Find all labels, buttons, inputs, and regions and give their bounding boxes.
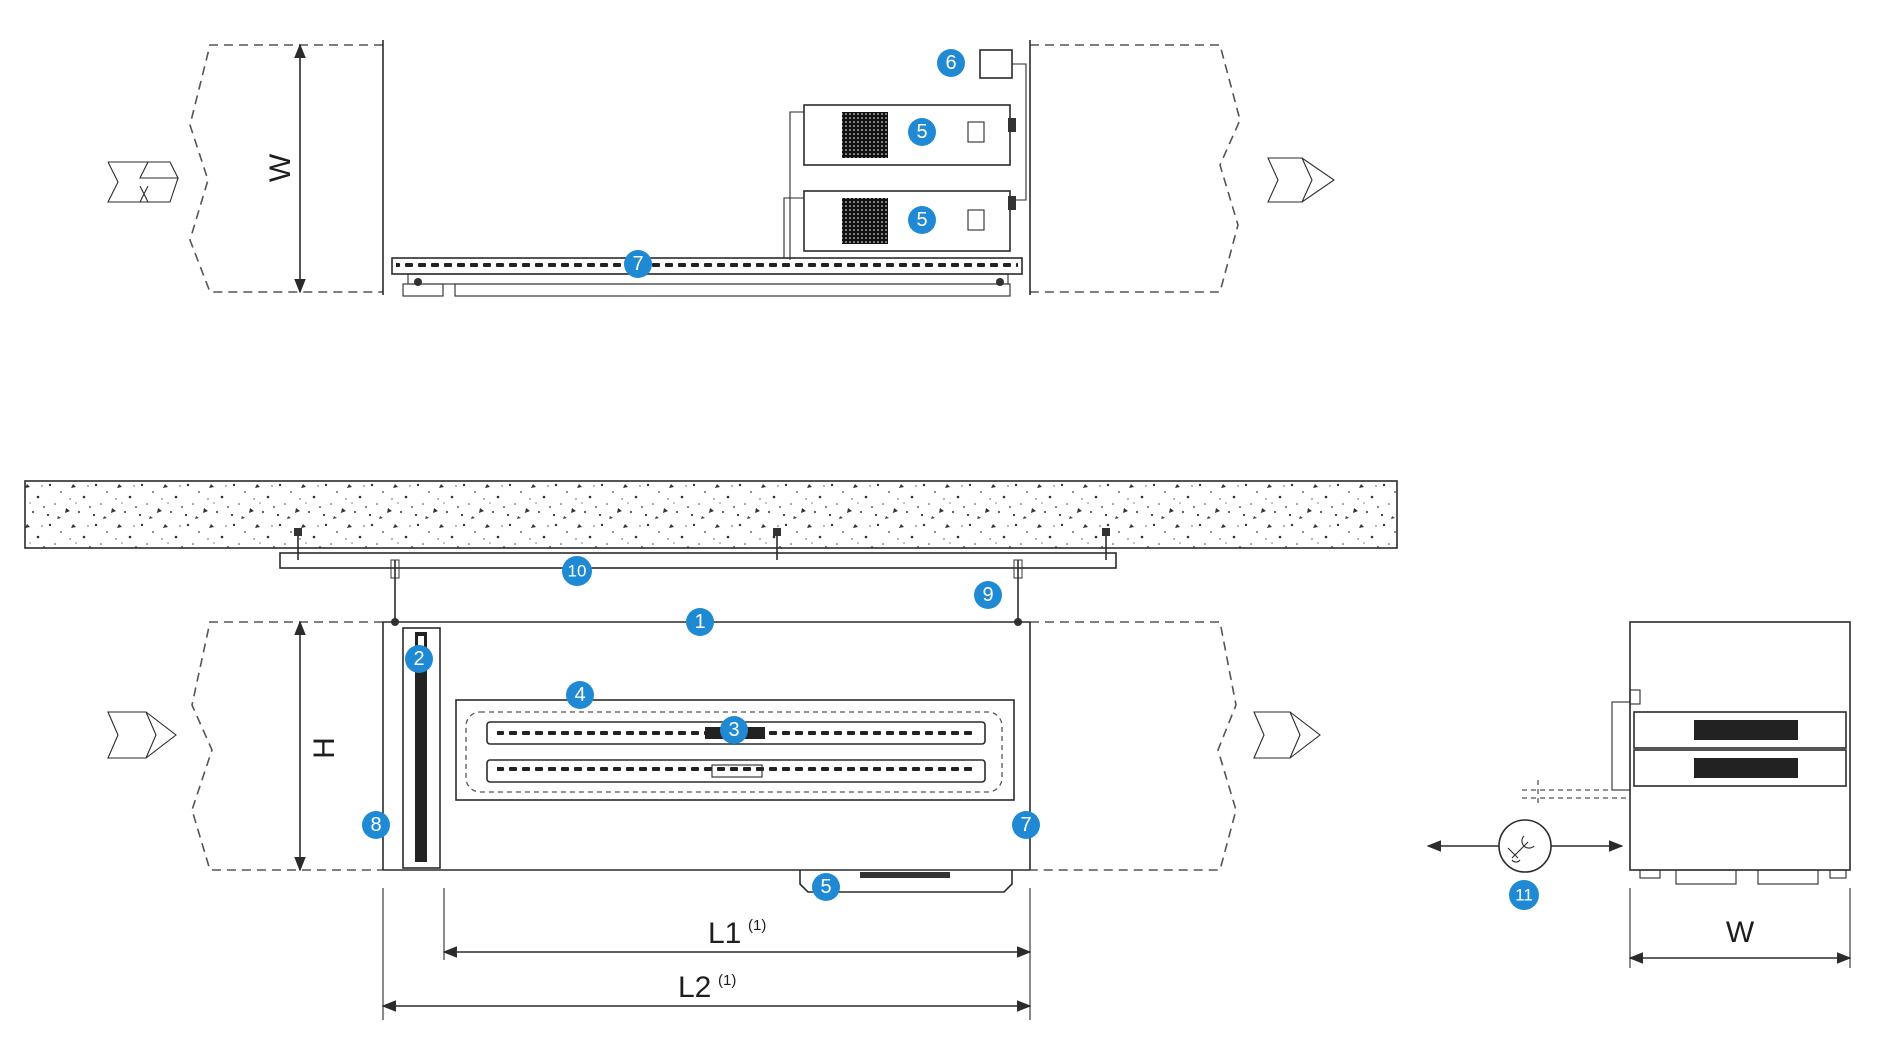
side-mount-clip [1629,689,1641,705]
marker-7-front: 7 [1012,811,1040,839]
l2-footnote: (1) [718,972,736,989]
side-pipe-connection [1522,780,1630,804]
airflow-arrow-icon [1253,711,1321,759]
svg-text:4: 4 [574,684,585,706]
svg-text:7: 7 [1020,814,1031,836]
duct-outline-front-left [191,621,383,871]
side-view: W [1426,621,1852,968]
fan-heater-unit-below [799,870,1013,893]
marker-11: 11 [1509,880,1539,910]
side-unit-body [1629,621,1851,871]
svg-text:5: 5 [916,209,927,231]
side-feet [1639,869,1847,885]
marker-5-top-upper: 5 [908,118,936,146]
fan-heater-unit-lower [783,190,1016,258]
svg-text:5: 5 [916,121,927,143]
heater-frame [455,699,1015,801]
l1-label: L1 [708,917,741,950]
airflow-arrow-icon [107,711,177,759]
marker-2: 2 [405,645,433,673]
duct-outline-front-right [1030,621,1237,871]
side-heater-bar-lower [1633,749,1847,787]
width-label-side: W [1726,916,1755,949]
duct-outline-top-left [189,44,383,293]
threaded-rod [390,559,1023,626]
l2-label: L2 [678,971,711,1004]
marker-1: 1 [686,608,714,636]
marker-9: 9 [974,581,1002,609]
marker-6: 6 [937,49,965,77]
height-label: H [308,737,341,759]
marker-3: 3 [720,716,748,744]
svg-text:5: 5 [820,876,831,898]
heating-tube-lower [486,759,986,783]
svg-text:6: 6 [945,52,956,74]
airflow-arrow-icon [1267,157,1335,203]
svg-text:3: 3 [728,719,739,741]
svg-text:11: 11 [1515,886,1533,905]
fan-heater-unit-upper [789,104,1016,260]
duct-outline-top-right [1030,44,1241,293]
ceiling-slab [24,480,1398,549]
support-rail-top [391,257,1023,297]
marker-8: 8 [362,811,390,839]
l1-footnote: (1) [748,917,766,934]
marker-5-front: 5 [812,873,840,901]
top-view: W [107,40,1335,297]
airflow-arrow-icon [107,161,179,203]
wrench-hand-icon [1498,819,1552,873]
svg-text:7: 7 [632,253,643,275]
svg-text:8: 8 [370,814,381,836]
marker-4: 4 [566,681,594,709]
side-mount-bracket [1611,701,1631,791]
svg-text:10: 10 [568,562,587,581]
width-label-top: W [264,153,297,182]
marker-7-top: 7 [624,250,652,278]
side-heater-bar-upper [1633,711,1847,749]
vertical-heating-element [402,627,441,869]
front-view: H [24,480,1398,1020]
controller-box [979,49,1013,79]
marker-5-top-lower: 5 [908,206,936,234]
heater-recess [465,711,1003,793]
marker-10: 10 [562,556,592,586]
ceiling-anchor [294,528,1110,560]
controller-cable [1012,63,1027,201]
side-heater-grille-upper [1694,720,1798,740]
hanger-bar [279,552,1117,569]
side-heater-grille-lower [1694,758,1798,778]
svg-text:1: 1 [694,611,705,633]
svg-text:9: 9 [982,584,993,606]
svg-text:2: 2 [413,648,424,670]
